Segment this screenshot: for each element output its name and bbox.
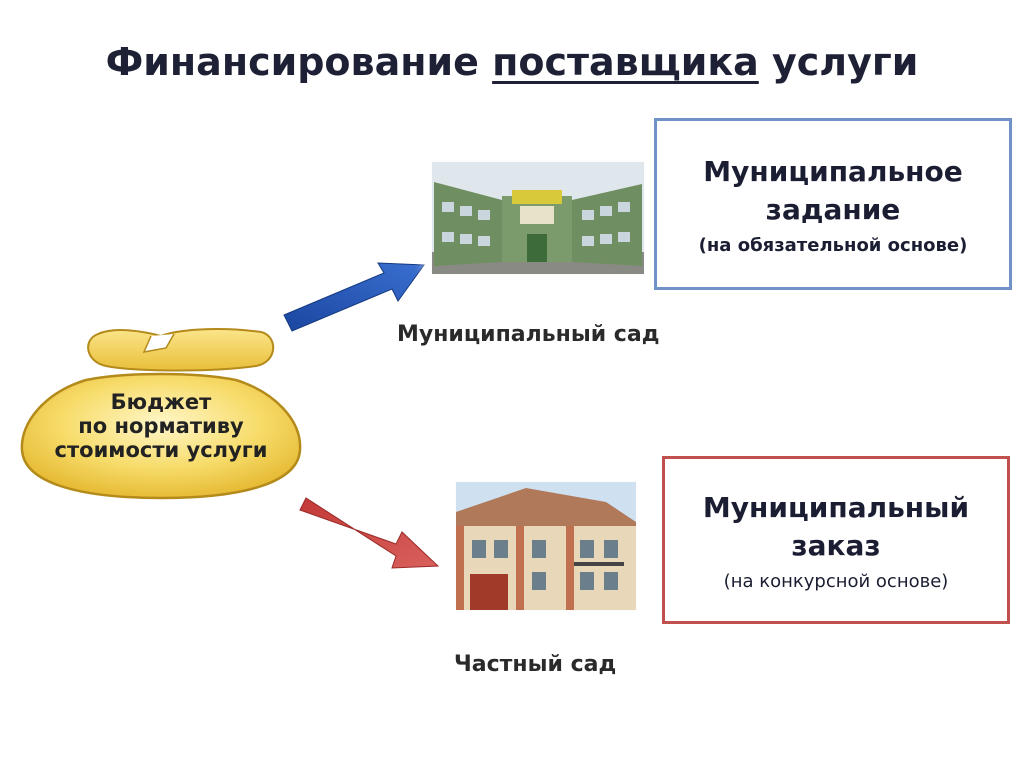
budget-line-1: Бюджет bbox=[110, 390, 212, 414]
municipal-assignment-box: Муниципальное задание (на обязательной о… bbox=[654, 118, 1012, 290]
budget-label: Бюджет по нормативу стоимости услуги bbox=[16, 390, 306, 462]
budget-line-3: стоимости услуги bbox=[54, 438, 268, 462]
title-part3: услуги bbox=[758, 40, 919, 84]
money-bag-icon bbox=[20, 328, 302, 500]
municipal-order-line-2: заказ bbox=[791, 528, 881, 562]
blue-arrow-icon bbox=[283, 262, 425, 332]
private-kindergarten-photo bbox=[456, 482, 636, 610]
municipal-kindergarten-caption: Муниципальный сад bbox=[397, 322, 660, 347]
municipal-order-note: (на конкурсной основе) bbox=[723, 570, 949, 592]
municipal-assignment-line-1: Муниципальное bbox=[703, 154, 963, 188]
slide-title: Финансирование поставщика услуги bbox=[0, 40, 1024, 84]
private-kindergarten-caption: Частный сад bbox=[454, 652, 617, 677]
budget-bag: Бюджет по нормативу стоимости услуги bbox=[16, 322, 306, 502]
municipal-kindergarten-photo bbox=[432, 162, 644, 274]
house-icon bbox=[456, 482, 636, 610]
title-underlined: поставщика bbox=[492, 40, 759, 84]
building-icon bbox=[432, 162, 644, 274]
budget-line-2: по нормативу bbox=[78, 414, 244, 438]
municipal-assignment-note: (на обязательной основе) bbox=[698, 234, 968, 256]
red-arrow-icon bbox=[299, 497, 440, 569]
municipal-order-box: Муниципальный заказ (на конкурсной основ… bbox=[662, 456, 1010, 624]
title-part1: Финансирование bbox=[105, 40, 493, 84]
municipal-assignment-line-2: задание bbox=[765, 192, 901, 226]
municipal-order-line-1: Муниципальный bbox=[702, 490, 970, 524]
